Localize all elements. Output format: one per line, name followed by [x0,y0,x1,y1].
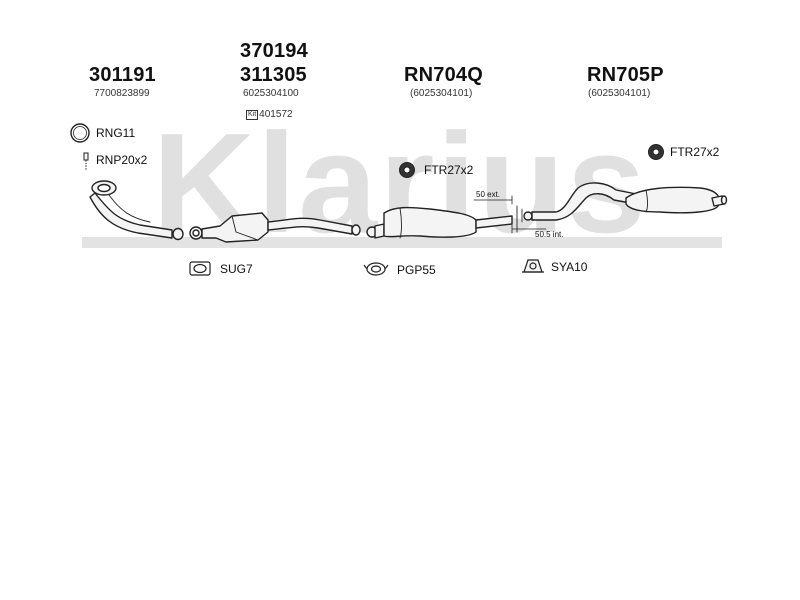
rnp20-bolt-icon [83,152,89,170]
accessory-label-rnp20x2: RNP20x2 [96,153,148,167]
accessory-label-rng11: RNG11 [96,126,136,140]
part-number-370194: 370194 [240,40,308,62]
accessory-label-ftr27x2-middle: FTR27x2 [424,163,474,177]
dimension-label-int: 50.5 int. [535,230,564,239]
rng11-ring-icon [70,123,90,143]
rear-silencer [523,182,728,221]
middle-silencer [366,205,518,239]
kit-icon: Kit [246,110,259,120]
sug7-gasket-icon [189,261,211,276]
ftr27-middle-hanger-icon [399,162,415,178]
accessory-label-sug7: SUG7 [220,262,253,276]
oe-number-301191: 7700823899 [94,88,150,99]
part-number-301191: 301191 [89,64,156,86]
pgp55-clamp-icon [363,262,389,276]
ftr27-rear-hanger-icon [648,144,664,160]
front-downpipe [89,180,184,241]
accessory-label-sya10: SYA10 [551,260,588,274]
oe-number-rn704q: (6025304101) [410,88,473,99]
part-number-rn704q: RN704Q [404,64,484,86]
accessory-label-pgp55: PGP55 [397,263,436,277]
sya10-mount-icon [522,259,544,273]
oe-number-311305: 6025304100 [243,88,299,99]
part-number-rn705p: RN705P [587,64,664,86]
dimension-label-ext: 50 ext. [476,190,501,199]
oe-number-rn705p: (6025304101) [588,88,651,99]
accessory-label-ftr27x2-rear: FTR27x2 [670,145,720,159]
dimension-markers [473,195,547,234]
kit-number-value: 401572 [259,109,293,120]
catalytic-converter [189,212,361,243]
part-number-311305: 311305 [240,64,307,86]
